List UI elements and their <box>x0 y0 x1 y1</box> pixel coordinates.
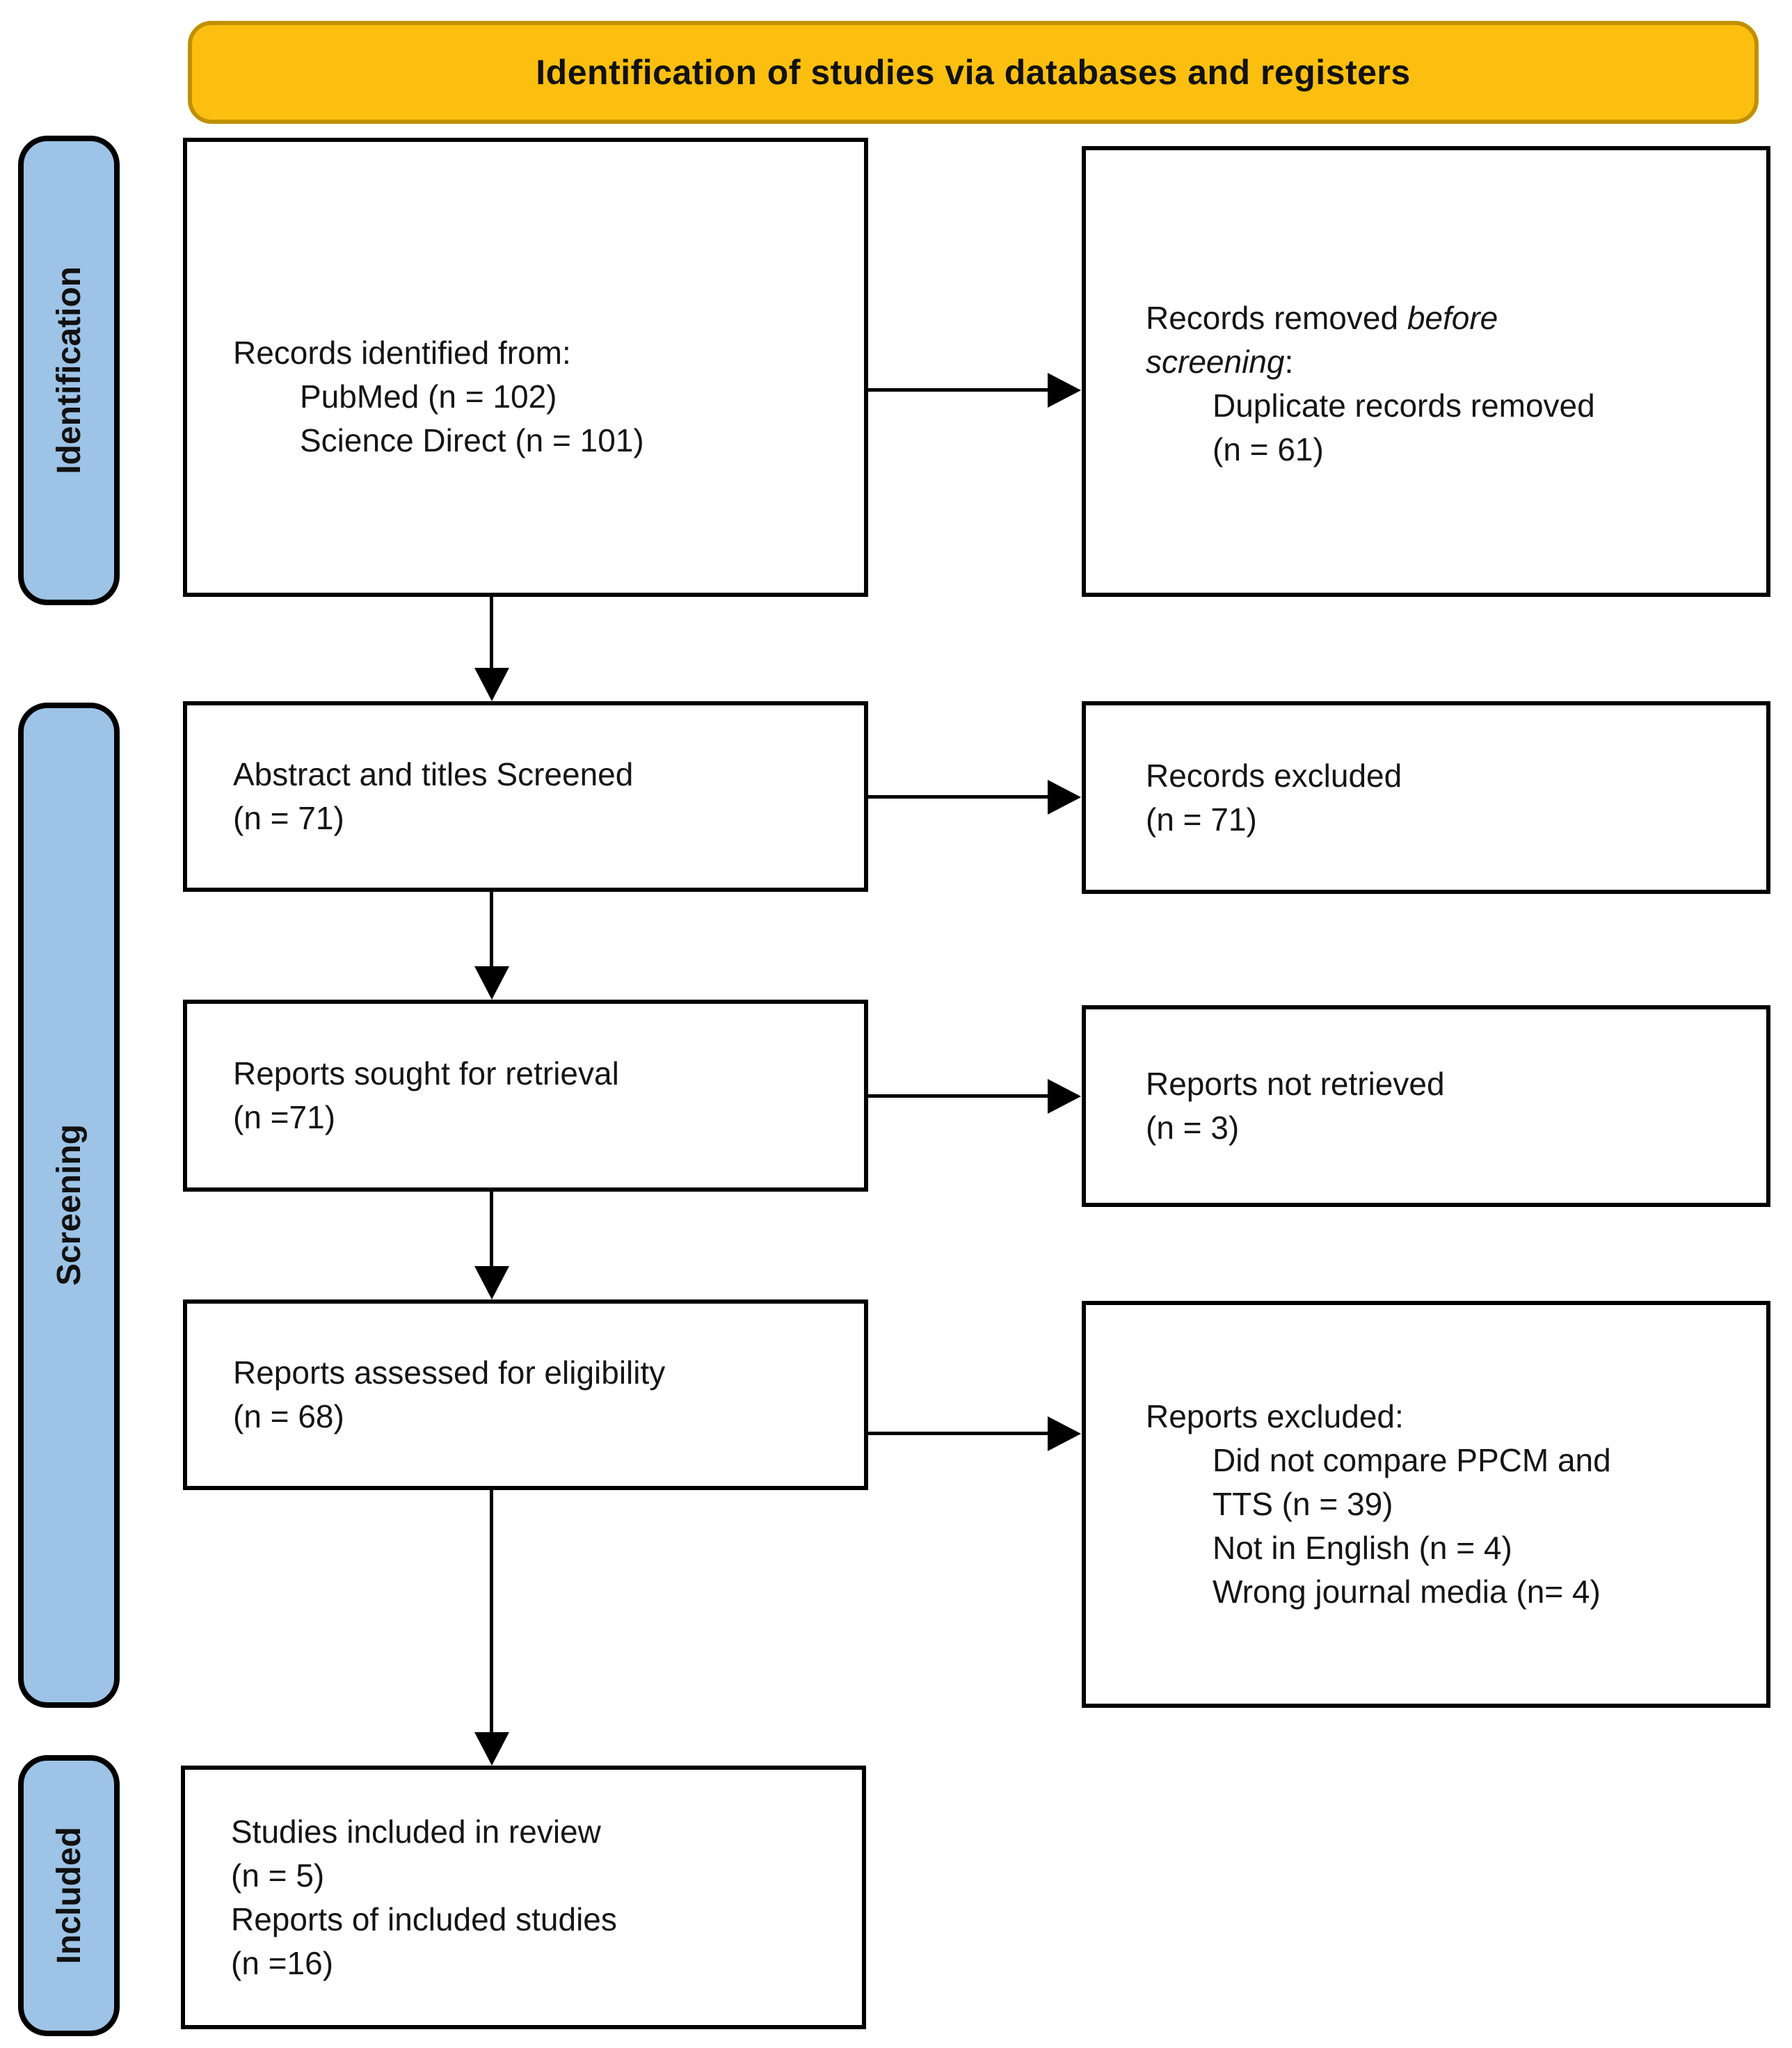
reports-sought-count: (n =71) <box>233 1099 336 1135</box>
arrow-line <box>490 892 493 968</box>
arrowhead-right-icon <box>1048 780 1081 815</box>
reports-included-line: Reports of included studies <box>231 1901 617 1937</box>
header-title: Identification of studies via databases … <box>536 53 1411 92</box>
arrow-line <box>490 1192 493 1267</box>
records-identified-line: Records identified from: <box>233 334 571 371</box>
reports-assessed-line: Reports assessed for eligibility <box>233 1354 666 1391</box>
stage-tab-identification: Identification <box>18 136 120 605</box>
box-studies-included: Studies included in review (n = 5) Repor… <box>181 1766 866 2029</box>
records-identified-sciencedirect: Science Direct (n = 101) <box>300 422 644 458</box>
arrow-line <box>868 1094 1049 1098</box>
arrow-line <box>868 388 1049 392</box>
arrowhead-right-icon <box>1048 373 1081 408</box>
reports-excluded-reason2: Not in English (n = 4) <box>1213 1530 1512 1566</box>
box-reports-not-retrieved: Reports not retrieved (n = 3) <box>1082 1005 1770 1207</box>
records-removed-line1: Records removed before <box>1146 300 1498 336</box>
arrowhead-down-icon <box>474 1732 509 1766</box>
reports-excluded-reason1-count: TTS (n = 39) <box>1213 1486 1393 1522</box>
abstracts-screened-line: Abstract and titles Screened <box>233 756 634 792</box>
stage-label-screening: Screening <box>50 1124 88 1286</box>
reports-sought-line: Reports sought for retrieval <box>233 1055 619 1091</box>
box-reports-sought: Reports sought for retrieval (n =71) <box>183 1000 868 1192</box>
arrowhead-down-icon <box>474 966 509 1000</box>
header-banner: Identification of studies via databases … <box>188 21 1759 124</box>
arrowhead-right-icon <box>1048 1416 1081 1451</box>
abstracts-screened-count: (n = 71) <box>233 800 344 836</box>
reports-not-retrieved-count: (n = 3) <box>1146 1110 1240 1146</box>
arrow-line <box>868 1432 1049 1435</box>
reports-excluded-reason3: Wrong journal media (n= 4) <box>1213 1574 1601 1610</box>
arrow-line <box>490 597 493 671</box>
records-identified-pubmed: PubMed (n = 102) <box>300 378 557 415</box>
box-reports-excluded: Reports excluded: Did not compare PPCM a… <box>1082 1301 1770 1708</box>
duplicates-removed-count: (n = 61) <box>1213 431 1324 467</box>
stage-tab-included: Included <box>18 1755 120 2036</box>
box-records-excluded: Records excluded (n = 71) <box>1082 701 1770 894</box>
stage-label-included: Included <box>50 1827 88 1965</box>
studies-included-line: Studies included in review <box>231 1813 601 1850</box>
box-abstracts-screened: Abstract and titles Screened (n = 71) <box>183 701 868 892</box>
arrow-line <box>868 795 1049 799</box>
studies-included-count: (n = 5) <box>231 1857 325 1894</box>
records-excluded-count: (n = 71) <box>1146 801 1257 838</box>
arrowhead-right-icon <box>1048 1079 1081 1114</box>
reports-assessed-count: (n = 68) <box>233 1398 344 1434</box>
box-records-removed: Records removed before screening: Duplic… <box>1082 146 1770 597</box>
box-records-identified: Records identified from: PubMed (n = 102… <box>183 138 868 597</box>
reports-excluded-line: Reports excluded: <box>1146 1398 1404 1434</box>
arrowhead-down-icon <box>474 668 509 701</box>
arrow-line <box>490 1490 493 1734</box>
box-reports-assessed: Reports assessed for eligibility (n = 68… <box>183 1299 868 1490</box>
stage-label-identification: Identification <box>50 266 88 474</box>
reports-included-count: (n =16) <box>231 1944 334 1981</box>
arrowhead-down-icon <box>474 1266 509 1299</box>
records-excluded-line: Records excluded <box>1146 757 1402 794</box>
reports-excluded-reason1: Did not compare PPCM and <box>1213 1442 1611 1478</box>
duplicates-removed-line: Duplicate records removed <box>1213 387 1595 424</box>
records-removed-line2: screening: <box>1146 344 1294 380</box>
stage-tab-screening: Screening <box>18 703 120 1708</box>
reports-not-retrieved-line: Reports not retrieved <box>1146 1066 1445 1102</box>
